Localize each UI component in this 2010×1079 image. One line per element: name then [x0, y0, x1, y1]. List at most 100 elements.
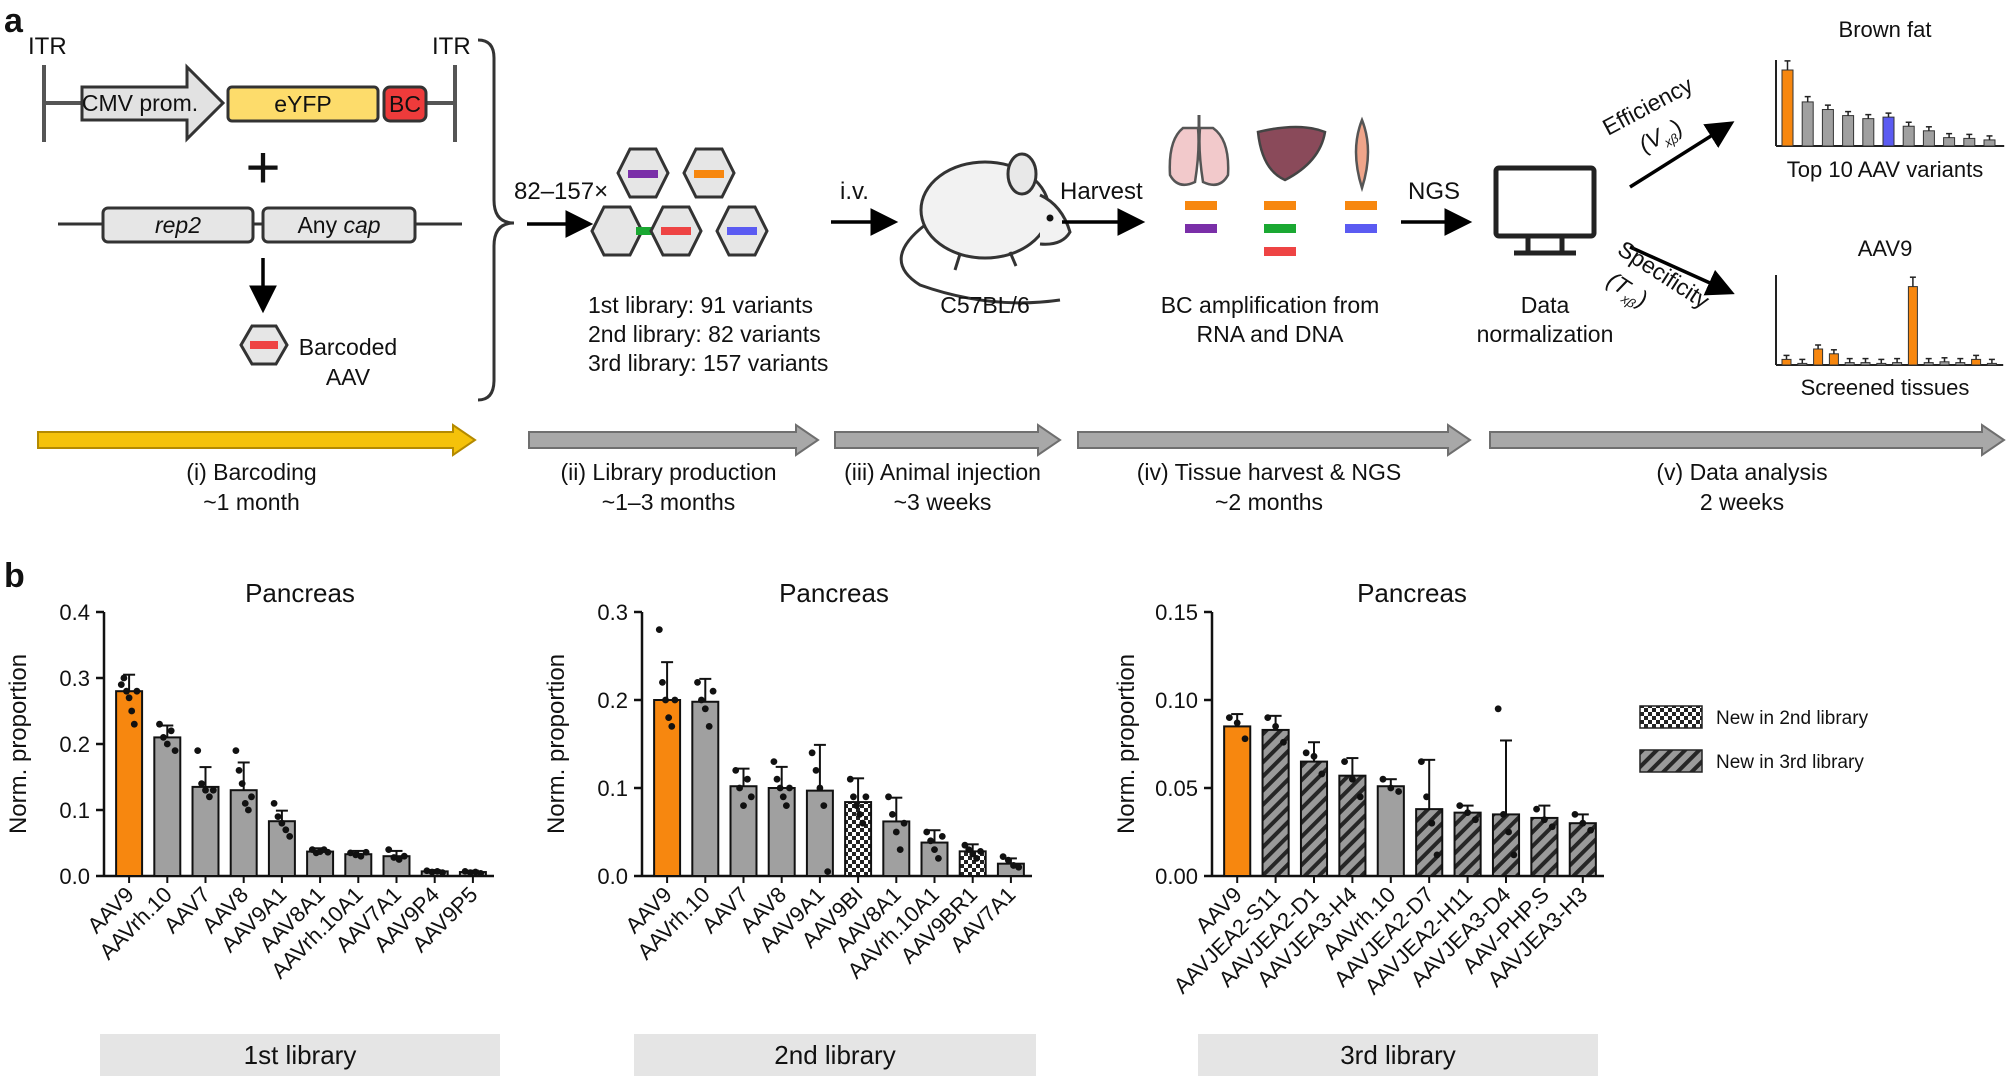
data-point	[156, 720, 163, 728]
bar	[729, 785, 758, 877]
data-point	[1318, 770, 1326, 778]
data-point	[352, 851, 360, 859]
route-label: i.v.	[840, 178, 869, 205]
capsid-barcode-red	[250, 341, 278, 349]
data-point	[824, 868, 832, 875]
data-point	[934, 855, 942, 862]
library-line-3: 3rd library: 157 variants	[588, 350, 828, 376]
barcode-orange	[694, 170, 724, 178]
y-tick-label: 0.10	[1155, 688, 1198, 713]
data-point	[171, 747, 179, 754]
data-point	[747, 793, 755, 801]
bar	[115, 690, 144, 878]
data-point	[705, 723, 713, 730]
timeline: (i) Barcoding~1 month(ii) Library produc…	[37, 423, 2006, 515]
data-point	[662, 696, 669, 704]
ngs-step: NGS Data normalization	[1401, 165, 1613, 347]
timeline-step-2: (ii) Library production	[560, 459, 776, 485]
data-point	[1505, 828, 1513, 836]
mini-bar	[1842, 115, 1855, 147]
barcode-purple	[628, 170, 658, 178]
data-point	[347, 849, 354, 857]
legend-hatch-swatch	[1639, 749, 1703, 773]
data-point	[357, 852, 365, 860]
bar	[1338, 774, 1367, 877]
mini-bar	[1971, 358, 1982, 366]
mini-bar	[1986, 362, 1997, 366]
timeline-duration-4: ~2 months	[1215, 489, 1323, 515]
data-point	[938, 833, 946, 840]
timeline-step-1: (i) Barcoding	[186, 459, 316, 485]
y-tick-label: 0.0	[59, 864, 90, 889]
barcode-blue	[727, 227, 757, 235]
bar	[1261, 728, 1290, 877]
y-tick-label: 0.1	[59, 798, 90, 823]
mini-bar	[1939, 361, 1950, 366]
data-point	[973, 855, 980, 862]
data-point	[362, 848, 370, 856]
bar	[1223, 725, 1252, 878]
harvest-label: Harvest	[1060, 178, 1143, 205]
data-point	[133, 687, 141, 695]
data-point	[1302, 749, 1310, 757]
mini-bar	[1781, 69, 1794, 147]
plus-sign: +	[245, 134, 280, 201]
mini-bar	[1902, 125, 1915, 147]
barcoded-label-1: Barcoded	[299, 334, 397, 360]
mini-efficiency-chart: Brown fat Top 10 AAV variants	[1775, 17, 2005, 182]
data-point	[856, 811, 864, 818]
data-point	[732, 767, 740, 774]
bar	[805, 789, 834, 878]
library-footer-label: 3rd library	[1340, 1040, 1456, 1070]
y-tick-label: 0.2	[597, 688, 628, 713]
data-point	[969, 850, 977, 858]
legend: New in 2nd library New in 3rd library	[1639, 705, 1869, 773]
curly-brace	[477, 38, 515, 402]
data-point	[1280, 738, 1287, 746]
data-point	[816, 784, 824, 792]
data-point	[125, 694, 133, 702]
data-point	[472, 868, 479, 876]
data-point	[205, 793, 213, 801]
mini-bar	[1907, 286, 1918, 366]
data-point	[400, 852, 408, 860]
muscle-barcode-blue	[1345, 224, 1377, 233]
data-point	[477, 869, 485, 877]
library-line-1: 1st library: 91 variants	[588, 292, 813, 318]
lungs-icon	[1168, 115, 1230, 187]
data-point	[743, 775, 751, 783]
data-point	[194, 747, 202, 754]
data-point	[655, 626, 663, 633]
mini-bar	[1882, 116, 1895, 147]
bar	[1299, 760, 1329, 877]
data-point	[1233, 719, 1241, 727]
data-point	[659, 679, 666, 686]
mini-bar	[1821, 109, 1834, 147]
data-point	[892, 828, 900, 836]
timeline-step-5: (v) Data analysis	[1656, 459, 1827, 485]
rep2-label: rep2	[155, 212, 201, 238]
y-axis-label: Norm. proportion	[543, 654, 570, 834]
data-point	[160, 734, 167, 741]
data-point	[1433, 851, 1441, 859]
library-step: 82–157× 1st library: 91 variants 2nd lib…	[514, 147, 828, 376]
data-point	[120, 674, 128, 682]
data-point	[1225, 714, 1233, 721]
data-point	[859, 819, 867, 827]
panel-b-letter: b	[4, 557, 25, 595]
timeline-arrow-5	[1489, 423, 2006, 457]
data-point	[461, 867, 469, 875]
library-footer-label: 1st library	[244, 1040, 357, 1070]
mini-bar	[1844, 362, 1855, 366]
data-point	[671, 696, 679, 704]
data-point	[244, 806, 252, 814]
cap-label: Any cap	[297, 212, 380, 238]
multiplier-label: 82–157×	[514, 178, 608, 205]
efficiency-arrow	[1629, 121, 1735, 189]
y-tick-label: 0.3	[59, 666, 90, 691]
capsid-green	[590, 205, 644, 257]
cmv-promoter-arrow	[80, 63, 226, 143]
eyfp-box	[226, 85, 380, 123]
data-point	[927, 837, 935, 845]
